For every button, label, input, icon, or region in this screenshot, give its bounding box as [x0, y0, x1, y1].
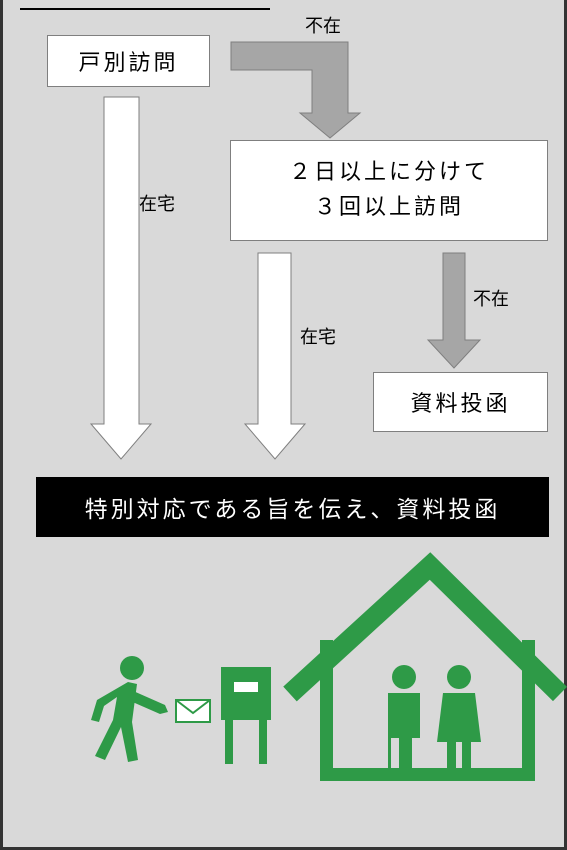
home-arrow-1 [89, 96, 153, 460]
drop-material-box: 資料投函 [373, 372, 548, 432]
house-icon [283, 552, 567, 781]
person-delivering-icon [91, 656, 168, 762]
final-action-label: 特別対応である旨を伝え、資料投函 [84, 497, 501, 523]
absent-arrow-2 [426, 252, 482, 369]
home-label-1: 在宅 [139, 194, 175, 215]
final-action-bar: 特別対応である旨を伝え、資料投函 [36, 477, 549, 537]
door-visit-label: 戸別訪問 [78, 51, 179, 76]
man-icon [388, 665, 420, 768]
envelope-icon [175, 699, 211, 723]
mailbox-icon [221, 667, 271, 764]
door-visit-box: 戸別訪問 [47, 35, 210, 87]
multi-visit-box: ２日以上に分けて ３回以上訪問 [230, 140, 548, 241]
woman-icon [437, 665, 481, 768]
drop-material-label: 資料投函 [410, 392, 511, 417]
absent-label-1: 不在 [305, 16, 341, 37]
multi-visit-line2: ３回以上訪問 [313, 194, 464, 220]
absent-label-2: 不在 [473, 289, 509, 310]
absent-arrow-1 [230, 41, 362, 139]
home-label-2: 在宅 [300, 327, 336, 348]
home-arrow-2 [243, 252, 307, 460]
header-title [20, 0, 270, 10]
multi-visit-line1: ２日以上に分けて [288, 160, 489, 186]
